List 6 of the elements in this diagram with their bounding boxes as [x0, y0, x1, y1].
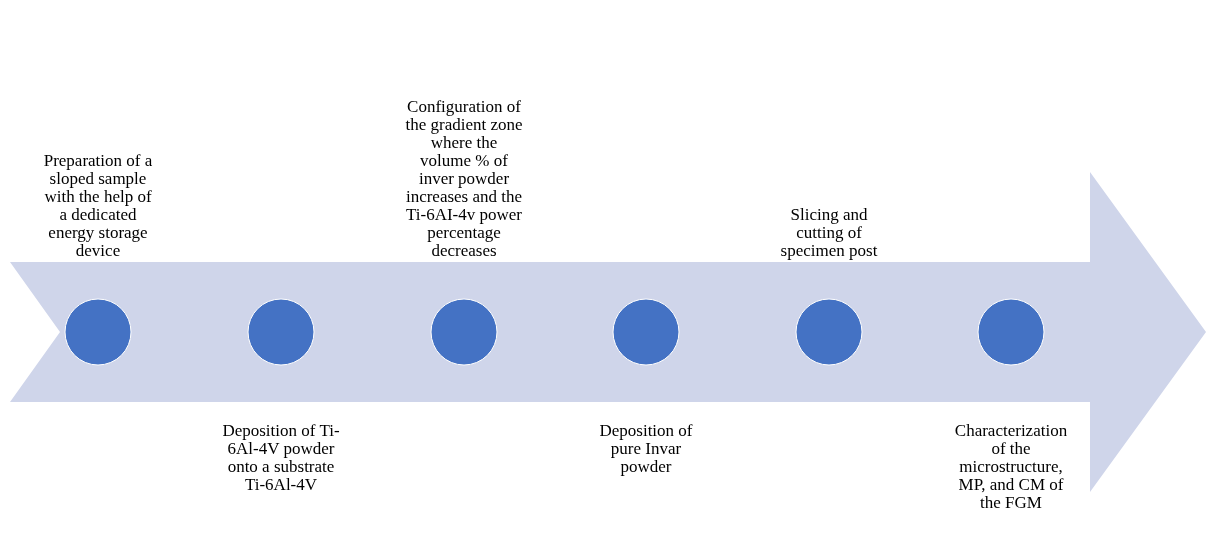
step-text: Deposition of pure Invar powder: [598, 422, 694, 476]
step-text: Deposition of Ti-6Al-4V powder onto a substrate Ti-6Al-4V: [222, 422, 340, 494]
step-text: Slicing and cutting of specimen post: [779, 206, 879, 260]
step-text: Configuration of the gradient zone where the volume % of inver powder increases and the Ti-6AI-4v power percentage decreases: [405, 98, 523, 260]
step-text: Preparation of a sloped sample with the help of a dedicated energy storage device: [42, 152, 154, 260]
step-text: Characterization of the microstructure, MP, and CM of the FGM: [953, 422, 1069, 512]
